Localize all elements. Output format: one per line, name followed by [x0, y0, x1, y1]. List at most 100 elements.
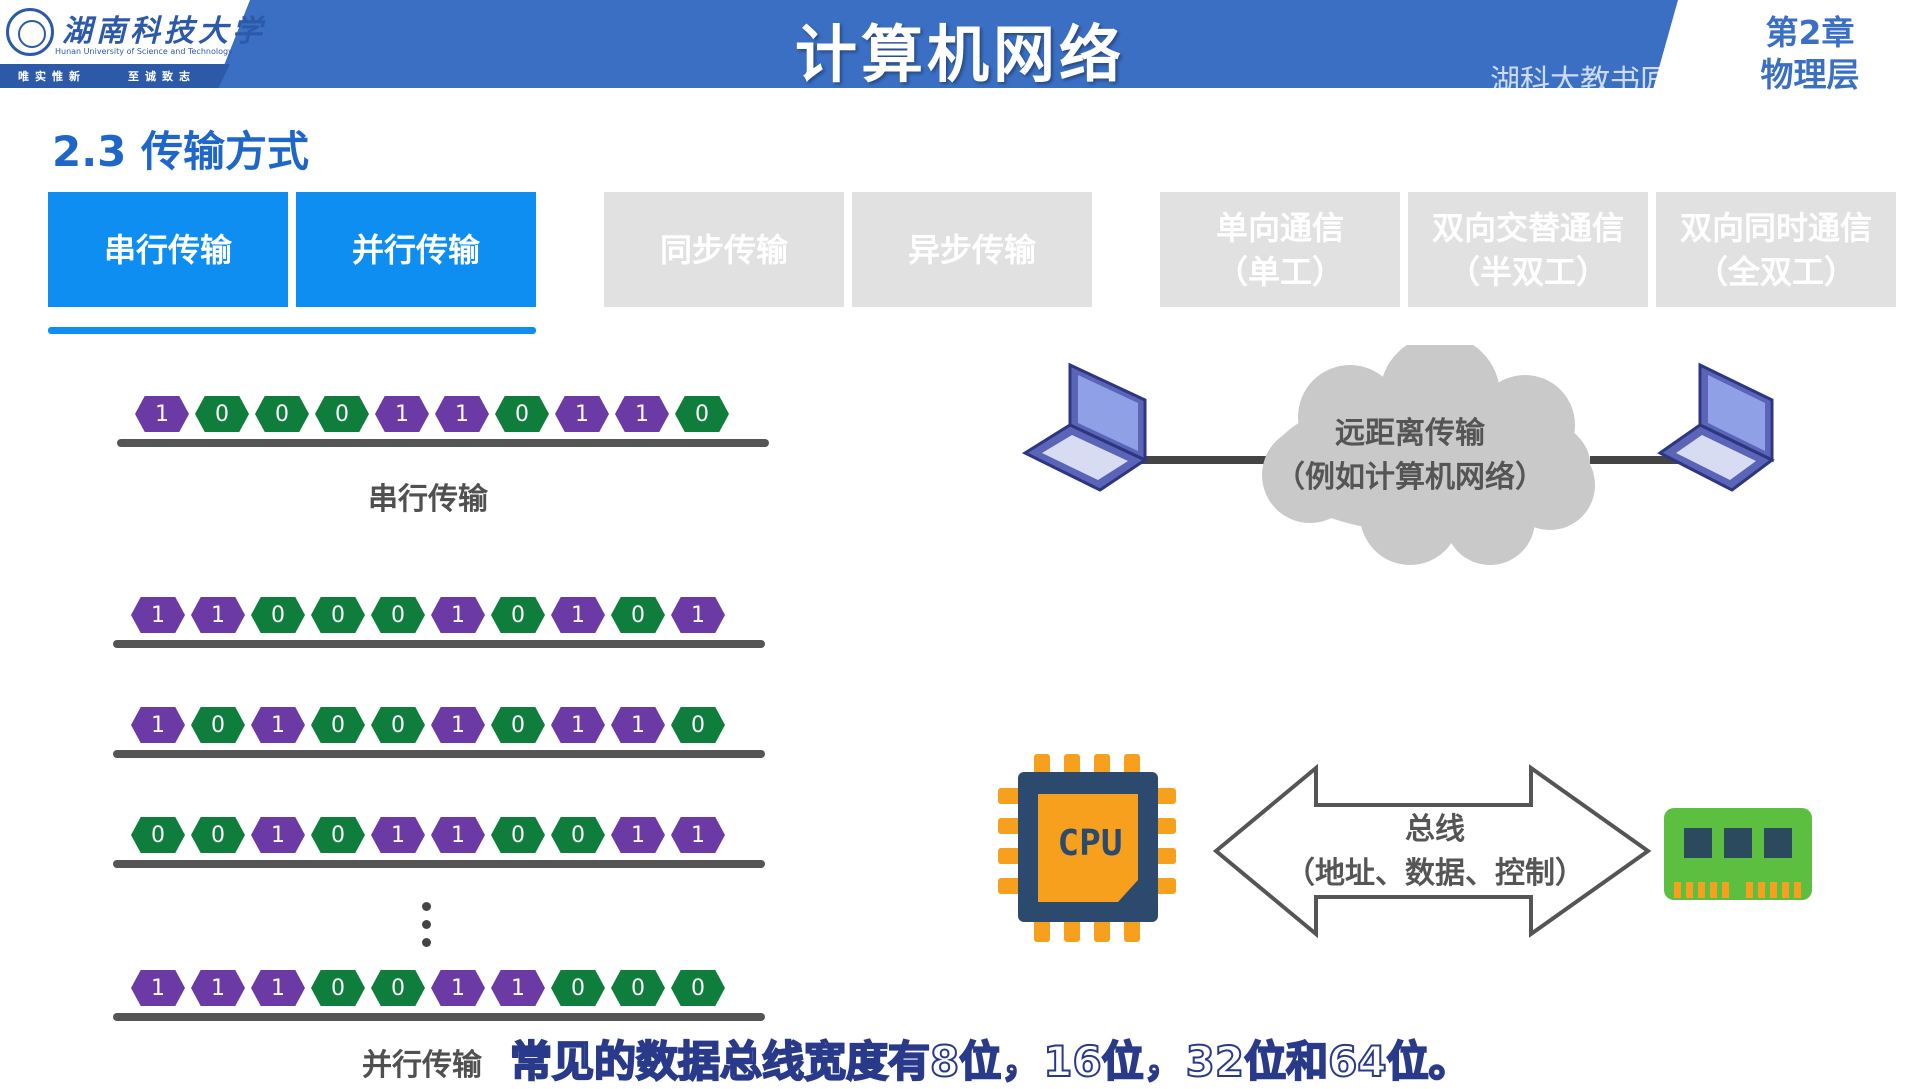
serial-label: 串行传输 [368, 482, 488, 517]
chapter-badge [1650, 0, 1920, 100]
watermark-text: 湖科大教书匠 [1490, 64, 1670, 99]
section-title: 2.3 传输方式 [52, 127, 310, 176]
header-bar [0, 0, 1920, 88]
bit-cell: 1 [611, 817, 665, 853]
bit-cell: 1 [135, 396, 189, 432]
tab-full-duplex[interactable]: 双向同时通信 （全双工） [1656, 192, 1896, 307]
bit-cell: 0 [251, 597, 305, 633]
cloud-icon [1262, 345, 1595, 565]
bit-cell: 0 [491, 597, 545, 633]
tab-synchronous-transmission[interactable]: 同步传输 [604, 192, 844, 307]
bit-cell: 1 [131, 597, 185, 633]
bit-cell: 1 [431, 597, 485, 633]
tab-label: 单向通信 [1215, 208, 1344, 247]
laptop-left-icon [1021, 362, 1149, 492]
bit-cell: 1 [131, 970, 185, 1006]
bit-cell: 0 [491, 707, 545, 743]
tab-serial-transmission[interactable]: 串行传输 [48, 192, 288, 307]
bit-cell: 1 [551, 597, 605, 633]
tab-asynchronous-transmission[interactable]: 异步传输 [852, 192, 1092, 307]
cloud-title: 远距离传输 [1335, 416, 1485, 451]
ellipsis-dot [422, 902, 431, 911]
tab-half-duplex[interactable]: 双向交替通信 （半双工） [1408, 192, 1648, 307]
bit-cell: 0 [491, 817, 545, 853]
bit-cell: 1 [251, 970, 305, 1006]
bus-subtitle: （地址、数据、控制） [1285, 856, 1585, 891]
bit-cell: 0 [371, 597, 425, 633]
parallel-label: 并行传输 [362, 1048, 482, 1083]
bit-cell: 1 [371, 817, 425, 853]
cloud-text: 远距离传输 （例如计算机网络） [1240, 412, 1580, 500]
tab-label: 双向同时通信 [1679, 208, 1872, 247]
bit-cell: 0 [371, 970, 425, 1006]
logo-motto-strip [0, 64, 230, 88]
bit-cell: 0 [551, 970, 605, 1006]
course-title: 计算机网络 [794, 18, 1125, 91]
tab-simplex[interactable]: 单向通信 （单工） [1160, 192, 1400, 307]
tab-sublabel: （全双工） [1695, 252, 1856, 291]
tab-label: 双向交替通信 [1431, 208, 1624, 247]
active-tab-underline [48, 327, 536, 334]
bit-cell: 0 [131, 817, 185, 853]
bit-cell: 0 [191, 817, 245, 853]
bit-cell: 0 [611, 970, 665, 1006]
bit-cell: 0 [195, 396, 249, 432]
bit-cell: 1 [375, 396, 429, 432]
bit-cell: 0 [255, 396, 309, 432]
parallel-wire [113, 860, 765, 868]
cpu-label: CPU [1057, 823, 1123, 864]
bit-cell: 1 [611, 707, 665, 743]
bit-cell: 1 [431, 970, 485, 1006]
bit-cell: 1 [615, 396, 669, 432]
bit-cell: 0 [611, 597, 665, 633]
tab-sublabel: （半双工） [1447, 252, 1608, 291]
bit-cell: 1 [671, 817, 725, 853]
bit-cell: 0 [311, 597, 365, 633]
bit-cell: 0 [315, 396, 369, 432]
bit-cell: 1 [555, 396, 609, 432]
bit-cell: 1 [671, 597, 725, 633]
bit-cell: 0 [311, 707, 365, 743]
bit-cell: 1 [435, 396, 489, 432]
network-diagram [1021, 345, 1775, 565]
bit-cell: 0 [675, 396, 729, 432]
chapter-name: 物理层 [1760, 55, 1860, 94]
bit-cell: 0 [191, 707, 245, 743]
bit-cell: 0 [671, 970, 725, 1006]
cpu-chip-icon [998, 754, 1176, 942]
bit-cell: 0 [311, 970, 365, 1006]
laptop-right-icon [1657, 362, 1775, 492]
tab-label: 同步传输 [659, 230, 788, 269]
motto-left: 唯实惟新 [18, 70, 86, 83]
chapter-number: 第2章 [1765, 13, 1855, 52]
ellipsis-dot [422, 938, 431, 947]
bit-cell: 0 [311, 817, 365, 853]
university-name-en: Hunan University of Science and Technolo… [55, 47, 233, 56]
bit-cell: 0 [551, 817, 605, 853]
parallel-wire [113, 1013, 765, 1021]
bit-cell: 1 [251, 817, 305, 853]
bit-cell: 1 [551, 707, 605, 743]
bus-diagram [998, 754, 1812, 942]
tab-parallel-transmission[interactable]: 并行传输 [296, 192, 536, 307]
video-subtitle: 常见的数据总线宽度有8位，16位，32位和64位。 [509, 1036, 1472, 1087]
tab-label: 并行传输 [351, 230, 480, 269]
bus-title: 总线 [1405, 812, 1465, 847]
bit-cell: 0 [371, 707, 425, 743]
bit-cell: 1 [131, 707, 185, 743]
tab-sublabel: （单工） [1215, 252, 1344, 291]
university-name-cn: 湖南科技大学 [62, 14, 266, 49]
bit-cell: 0 [495, 396, 549, 432]
ellipsis-dot [422, 920, 431, 929]
memory-module-icon [1664, 808, 1812, 900]
parallel-wire [113, 640, 765, 648]
parallel-wire [113, 750, 765, 758]
serial-wire [117, 439, 769, 447]
bit-cell: 0 [671, 707, 725, 743]
bus-text: 总线 （地址、数据、控制） [1250, 808, 1620, 896]
bit-cell: 1 [431, 707, 485, 743]
